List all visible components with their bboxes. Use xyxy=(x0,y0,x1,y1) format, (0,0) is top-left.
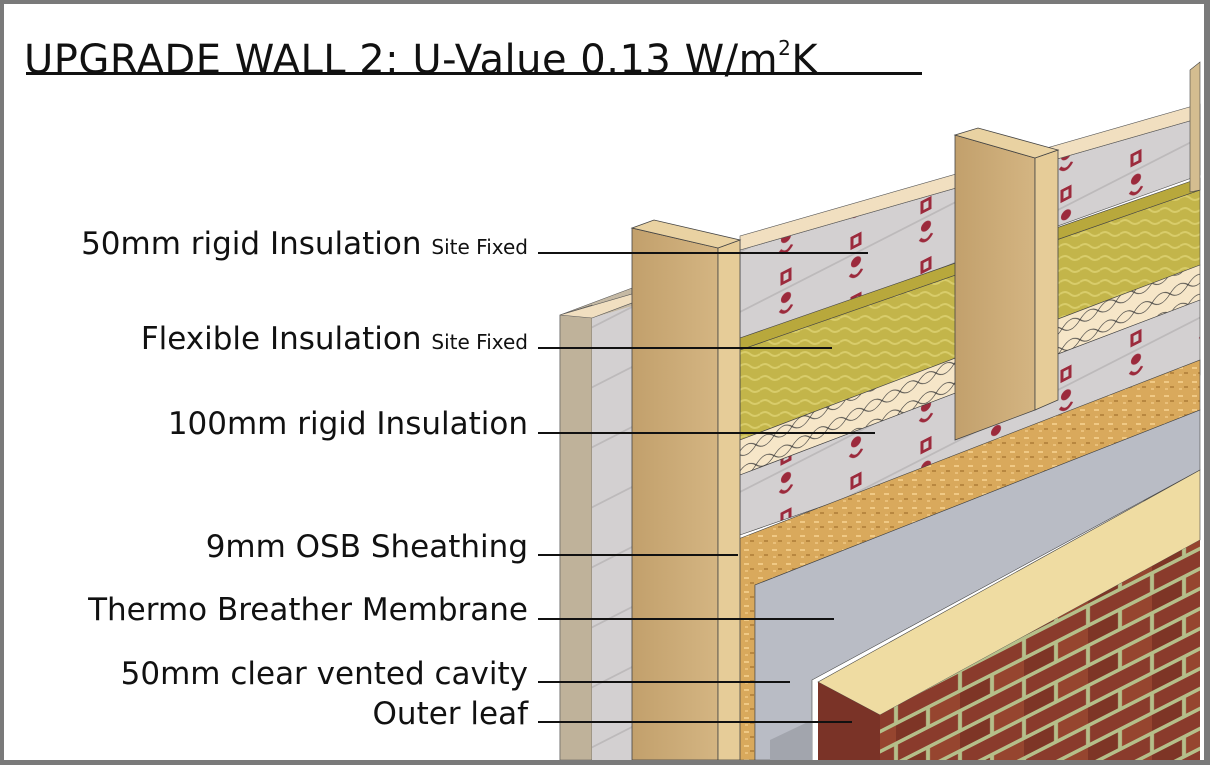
breather-membrane xyxy=(754,409,1201,760)
label-text: Thermo Breather Membrane xyxy=(88,592,528,628)
label-rigid-50: 50mm rigid Insulation Site Fixed xyxy=(81,226,528,265)
leader-line-cavity xyxy=(538,681,790,683)
leader-line-rigid-100 xyxy=(538,432,875,434)
title-underline xyxy=(26,72,922,75)
label-text: Outer leaf xyxy=(372,696,528,732)
title-superscript: 2 xyxy=(778,36,792,60)
leader-line-outer-leaf xyxy=(538,721,852,723)
diagram-frame: UPGRADE WALL 2: U-Value 0.13 W/m2K 50mm … xyxy=(4,4,1204,760)
label-text: 50mm clear vented cavity xyxy=(120,656,528,692)
title-text: UPGRADE WALL 2: U-Value 0.13 W/m xyxy=(24,37,779,83)
label-text: 50mm rigid Insulation xyxy=(81,226,422,262)
leader-line-flexible xyxy=(538,347,832,349)
label-cavity: 50mm clear vented cavity xyxy=(121,656,528,692)
label-text: 9mm OSB Sheathing xyxy=(205,529,528,565)
timber-stud-right xyxy=(1189,61,1201,193)
label-note: Site Fixed xyxy=(431,235,528,259)
label-membrane: Thermo Breather Membrane xyxy=(88,592,528,628)
label-flexible: Flexible Insulation Site Fixed xyxy=(141,321,528,360)
outer-leaf-brick xyxy=(880,540,1200,760)
label-outer-leaf: Outer leaf xyxy=(373,696,528,732)
label-note: Site Fixed xyxy=(431,330,528,354)
timber-stud-middle xyxy=(954,134,1036,441)
leader-line-membrane xyxy=(538,618,834,620)
label-osb: 9mm OSB Sheathing xyxy=(206,529,528,565)
wall-buildup-illustration xyxy=(559,61,1201,760)
label-rigid-100: 100mm rigid Insulation xyxy=(168,406,528,442)
label-text: Flexible Insulation xyxy=(140,321,422,357)
leader-line-rigid-50 xyxy=(538,252,868,254)
title-suffix: K xyxy=(791,37,819,83)
leader-line-osb xyxy=(538,554,738,556)
label-text: 100mm rigid Insulation xyxy=(167,406,528,442)
